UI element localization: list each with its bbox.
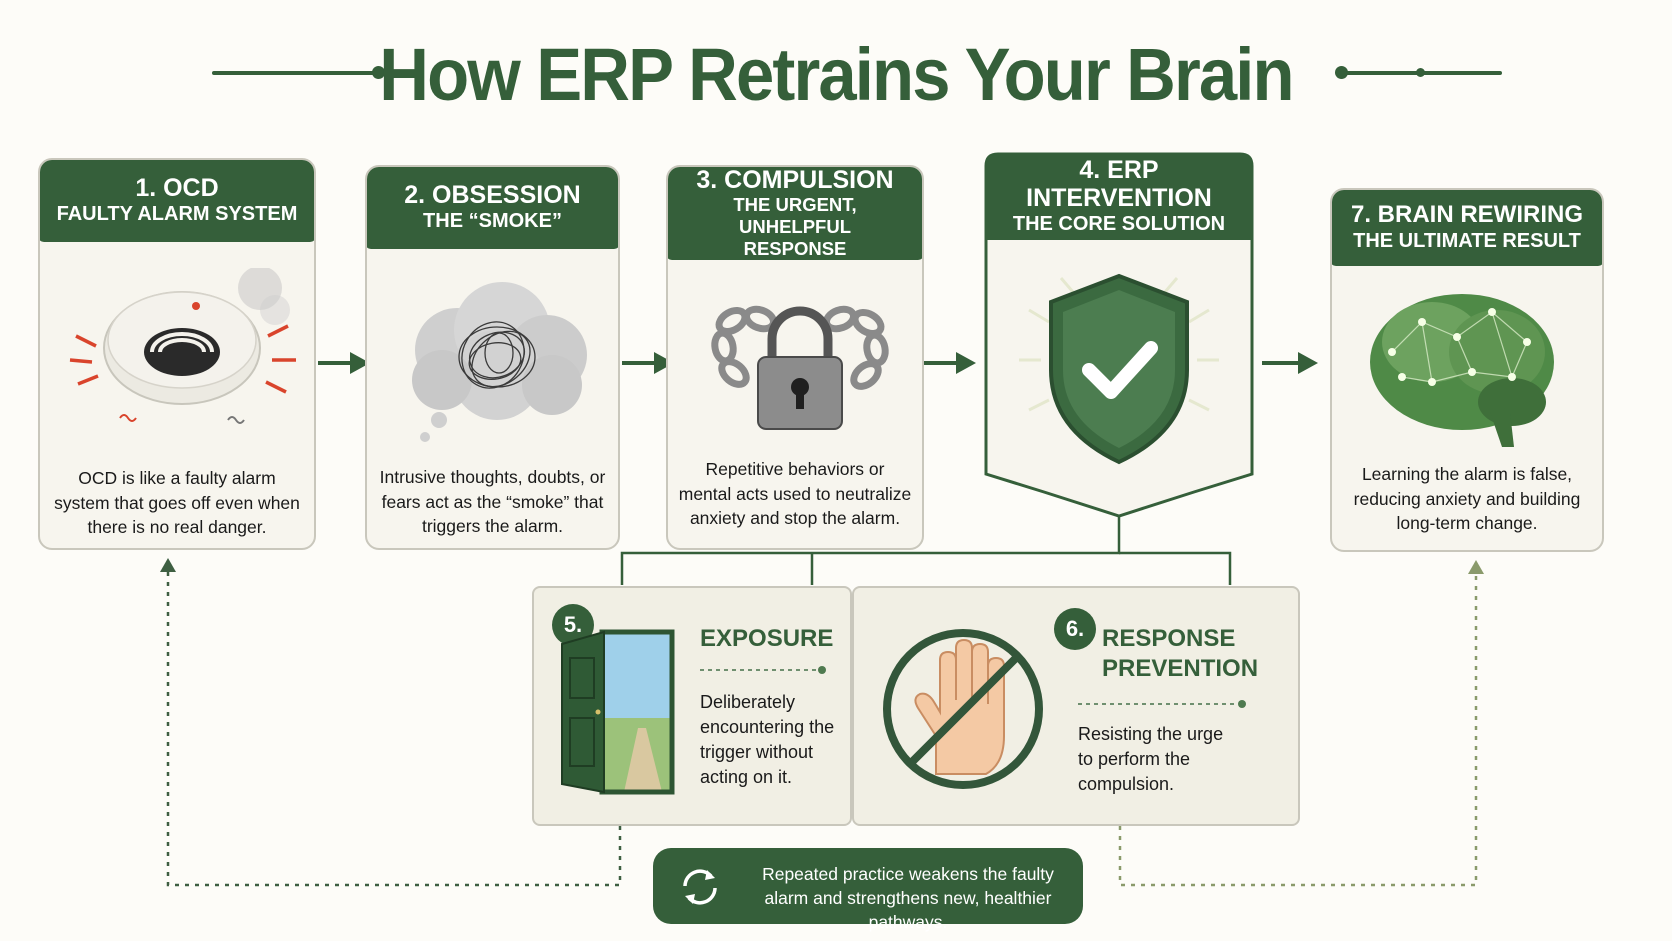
card-obsession-subtitle: THE “SMOKE” — [423, 210, 562, 232]
arrow-right-icon — [1262, 352, 1318, 374]
card-brain-header: 7. BRAIN REWIRING THE ULTIMATE RESULT — [1332, 190, 1602, 266]
card-ocd-header: 1. OCD FAULTY ALARM SYSTEM — [40, 160, 314, 242]
cycle-arrows-icon — [683, 869, 717, 905]
title-rule-left — [212, 71, 382, 75]
practice-banner-text: Repeated practice weakens the faulty ala… — [762, 864, 1054, 932]
page-title: How ERP Retrains Your Brain — [379, 33, 1294, 116]
panel-exposure: 5. EXPOSURE Deliberately encountering th… — [532, 586, 852, 826]
stop-hand-icon — [883, 629, 1043, 789]
card-ocd: 1. OCD FAULTY ALARM SYSTEM OCD is like a… — [38, 158, 316, 550]
prevention-description: Resisting the urge to perform the compul… — [1078, 724, 1224, 794]
card-obsession-description: Intrusive thoughts, doubts, or fears act… — [379, 467, 606, 536]
smoke-alarm-icon — [69, 268, 296, 424]
connector-erp-to-prevention — [1119, 551, 1232, 585]
card-ocd-description: OCD is like a faulty alarm system that g… — [54, 468, 300, 537]
card-obsession-title: 2. OBSESSION — [404, 181, 581, 209]
arrow-right-icon — [318, 352, 370, 374]
prevention-title-line2: PREVENTION — [1102, 655, 1259, 682]
card-compulsion: 3. COMPULSION THE URGENT, UNHELPFUL RESP… — [666, 165, 924, 550]
card-brain-title: 7. BRAIN REWIRING — [1350, 201, 1583, 228]
prevention-divider — [1078, 700, 1246, 708]
arrow-right-icon — [622, 352, 674, 374]
tangled-cloud-icon — [412, 282, 587, 442]
exposure-title: EXPOSURE — [700, 625, 834, 652]
card-brain-description: Learning the alarm is false, reducing an… — [1353, 464, 1581, 533]
card-erp-subtitle: THE CORE SOLUTION — [1012, 213, 1226, 235]
card-compulsion-description: Repetitive behaviors or mental acts used… — [678, 459, 912, 528]
title-dot-left — [372, 66, 385, 79]
panel-response-prevention: 6. RESPONSE PREVENTION Resisting the urg… — [852, 586, 1300, 826]
card-erp-intervention: 4. ERP INTERVENTION THE CORE SOLUTION — [984, 152, 1254, 518]
card-erp-title: 4. ERP INTERVENTION — [1026, 156, 1212, 212]
exposure-divider — [700, 666, 826, 674]
card-obsession: 2. OBSESSION THE “SMOKE” Intrusive thoug… — [365, 165, 620, 550]
card-compulsion-subtitle: THE URGENT, UNHELPFUL RESPONSE — [733, 193, 857, 259]
title-area: How ERP Retrains Your Brain — [0, 22, 1672, 122]
loop-to-brain-line — [1118, 570, 1478, 887]
exposure-description: Deliberately encountering the trigger wi… — [700, 692, 835, 787]
open-door-icon — [561, 629, 675, 795]
card-ocd-subtitle: FAULTY ALARM SYSTEM — [56, 203, 298, 225]
title-dot-right-small — [1416, 68, 1425, 77]
chain-padlock-icon — [711, 305, 889, 430]
loop-to-brain-arrowhead — [1468, 560, 1484, 574]
practice-banner: Repeated practice weakens the faulty ala… — [653, 848, 1083, 932]
arrow-right-icon — [924, 352, 976, 374]
card-compulsion-title: 3. COMPULSION — [696, 165, 894, 194]
card-erp-header: 4. ERP INTERVENTION THE CORE SOLUTION — [984, 152, 1254, 240]
prevention-number-badge: 6. — [1054, 608, 1096, 650]
card-obsession-header: 2. OBSESSION THE “SMOKE” — [367, 167, 618, 249]
glowing-brain-icon — [1370, 294, 1554, 447]
loop-to-ocd-arrowhead — [160, 558, 176, 572]
shield-check-icon — [1019, 273, 1219, 465]
prevention-title: RESPONSE PREVENTION — [1102, 624, 1259, 684]
card-brain-rewiring: 7. BRAIN REWIRING THE ULTIMATE RESULT Le… — [1330, 188, 1604, 552]
connector-erp-to-exposure — [620, 513, 1121, 585]
card-brain-subtitle: THE ULTIMATE RESULT — [1353, 230, 1581, 252]
prevention-title-line1: RESPONSE — [1102, 625, 1236, 652]
card-compulsion-header: 3. COMPULSION THE URGENT, UNHELPFUL RESP… — [668, 165, 922, 260]
card-ocd-title: 1. OCD — [135, 174, 219, 202]
